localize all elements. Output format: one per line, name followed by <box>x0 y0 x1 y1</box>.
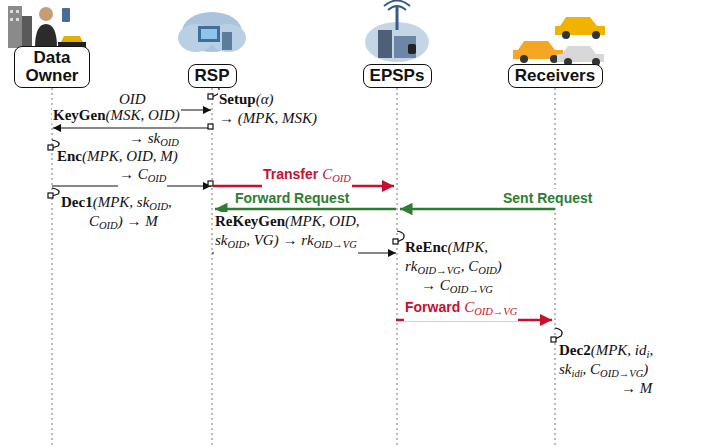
text-run: Forward Request <box>235 190 349 206</box>
text-run: Sent Request <box>503 190 592 206</box>
text-run: OID→VG <box>450 284 493 295</box>
actor-box: EPSPs <box>363 64 432 88</box>
message-label: COID) → M <box>88 212 159 235</box>
owner-icon <box>8 6 86 48</box>
text-run: (MPK, OID, <box>285 213 360 229</box>
message-label: → COID <box>118 165 167 188</box>
message-label: Enc(MPK, OID, M) <box>56 147 179 165</box>
message-label: → (MPK, MSK) <box>218 109 318 127</box>
text-run: Transfer <box>263 166 322 182</box>
actor-box: Receivers <box>508 64 603 88</box>
text-run: OID <box>148 173 167 184</box>
text-run: C <box>322 166 332 182</box>
text-run: ) <box>497 258 502 274</box>
text-run: ReKeyGen <box>215 213 285 229</box>
text-run: → (MPK, MSK) <box>219 110 317 126</box>
text-run: sk <box>215 232 228 248</box>
request-arrow <box>400 208 555 211</box>
message-arrow <box>48 84 562 342</box>
actor-box: RSP <box>188 64 237 88</box>
actor-box: Data Owner <box>14 46 90 88</box>
text-run: → C <box>119 166 148 182</box>
message-label: Sent Request <box>502 189 593 207</box>
text-run: (MPK, id <box>591 342 647 358</box>
text-run: idi <box>572 368 583 379</box>
text-run: , <box>649 342 653 358</box>
text-run: OID <box>119 91 146 107</box>
text-run: OID <box>149 201 168 212</box>
text-run: Forward <box>405 299 464 315</box>
text-run: , VG) → rk <box>246 232 314 248</box>
message-label: skOID, VG) → rkOID→VG <box>214 231 358 254</box>
text-run: OID→VG <box>600 368 643 379</box>
text-run: Enc <box>57 148 82 164</box>
text-run: sk <box>559 361 572 377</box>
receiver-icon <box>513 17 605 66</box>
text-run: C <box>464 299 474 315</box>
request-arrow <box>215 208 396 211</box>
text-run: rk <box>405 258 418 274</box>
text-run: OID→VG <box>314 239 357 250</box>
message-label: ReEnc(MPK, <box>404 238 489 256</box>
actor-name: EPSPs <box>370 67 425 85</box>
text-run: (α) <box>256 91 274 107</box>
message-label: Setup(α) <box>218 90 275 108</box>
text-run: (MPK, <box>448 239 488 255</box>
text-run: KeyGen <box>53 107 106 123</box>
text-run: i <box>646 349 649 360</box>
text-run: Dec2 <box>559 342 591 358</box>
text-run: → C <box>421 277 450 293</box>
text-run: ReEnc <box>405 239 448 255</box>
lifeline <box>52 88 555 447</box>
rsp-icon <box>178 12 246 52</box>
message-label: Forward COID→VG <box>404 298 518 321</box>
text-run: OID <box>99 220 118 231</box>
message-label: KeyGen(MSK, OID) <box>52 106 181 124</box>
actor-name: Data Owner <box>21 49 83 85</box>
message-label: Forward Request <box>234 189 350 207</box>
message-label: → M <box>620 379 653 397</box>
text-run: (MSK, OID) <box>106 107 180 123</box>
text-run: Setup <box>219 91 256 107</box>
text-run: OID <box>228 239 247 250</box>
text-run: C <box>89 213 99 229</box>
message-label: → COID→VG <box>420 276 494 299</box>
text-run: , C <box>461 258 479 274</box>
epsp-icon <box>365 1 429 63</box>
text-run: OID→VG <box>474 306 517 317</box>
text-run: (MPK, OID, M) <box>82 148 178 164</box>
text-run: OID→VG <box>418 265 461 276</box>
text-run: OID <box>478 265 497 276</box>
text-run: ) → M <box>118 213 158 229</box>
text-run: , C <box>583 361 601 377</box>
text-run: → sk <box>129 130 160 146</box>
message-label: Transfer COID <box>262 165 352 188</box>
message-label: ReKeyGen(MPK, OID, <box>214 212 361 230</box>
text-run: → M <box>621 380 652 396</box>
actor-name: Receivers <box>515 67 595 85</box>
text-run: ) <box>643 361 648 377</box>
text-run: , <box>168 194 172 210</box>
text-run: (MPK, sk <box>93 194 150 210</box>
text-run: OID <box>332 173 351 184</box>
text-run: Dec1 <box>61 194 93 210</box>
actor-name: RSP <box>195 67 230 85</box>
